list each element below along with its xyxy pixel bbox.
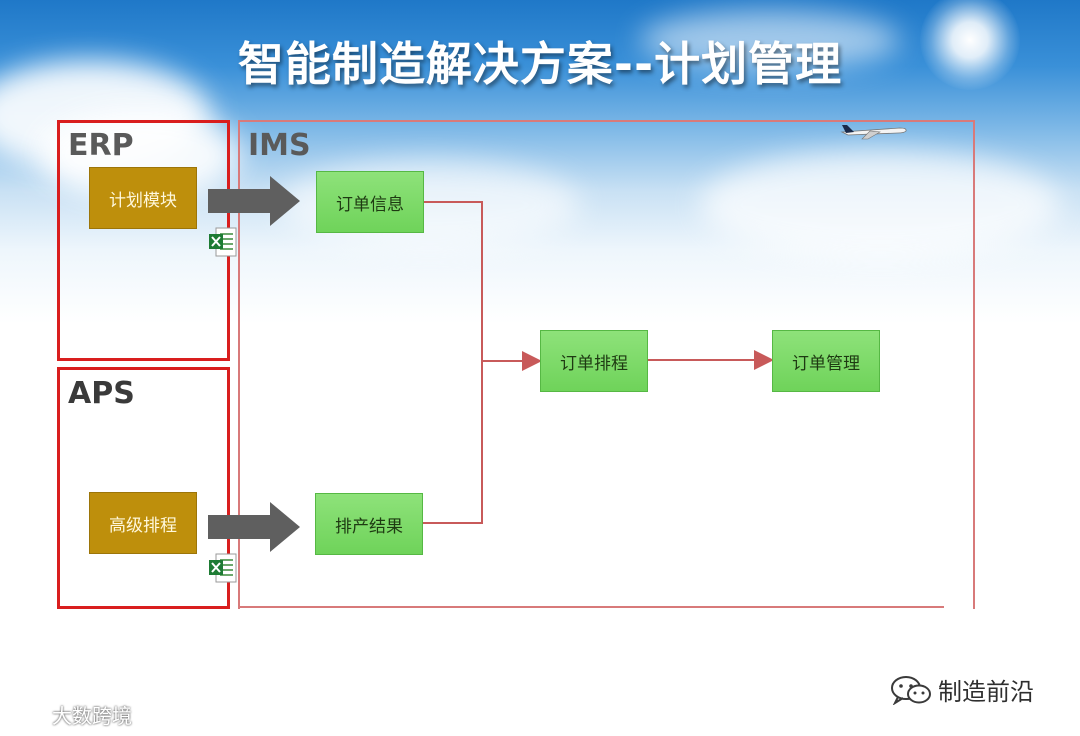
ims-frame-bottom: [238, 606, 944, 608]
watermark-left-text: 大数跨境: [52, 704, 132, 728]
order-scheduling-box: 订单排程: [540, 330, 648, 392]
advanced-scheduling-box: 高级排程: [89, 492, 197, 554]
production-result-box: 排产结果: [315, 493, 423, 555]
order-info-box: 订单信息: [316, 171, 424, 233]
watermark-right-text: 制造前沿: [938, 678, 1034, 706]
aps-to-ims-arrow: [208, 502, 300, 552]
excel-file-icon: [209, 227, 237, 257]
ims-label: IMS: [248, 128, 311, 163]
sun-glow: [920, 0, 1020, 90]
erp-to-ims-arrow: [208, 176, 300, 226]
order-management-box: 订单管理: [772, 330, 880, 392]
order-info-connector: [424, 201, 542, 371]
airplane-icon: [840, 125, 907, 140]
watermark-right: 制造前沿: [890, 672, 1034, 707]
wechat-icon: [891, 675, 931, 705]
aps-label: APS: [68, 376, 135, 411]
excel-file-icon: [209, 553, 237, 583]
watermark-left: 大数跨境: [10, 700, 132, 729]
cloud: [700, 150, 1060, 260]
watermark-logo-icon: [10, 705, 47, 723]
erp-label: ERP: [68, 128, 134, 163]
page-title: 智能制造解决方案--计划管理: [237, 37, 843, 91]
aps-frame: [57, 367, 230, 609]
plan-module-box: 计划模块: [89, 167, 197, 229]
production-result-connector: [422, 361, 483, 524]
ims-frame: [238, 120, 975, 609]
cloud: [640, 10, 900, 70]
